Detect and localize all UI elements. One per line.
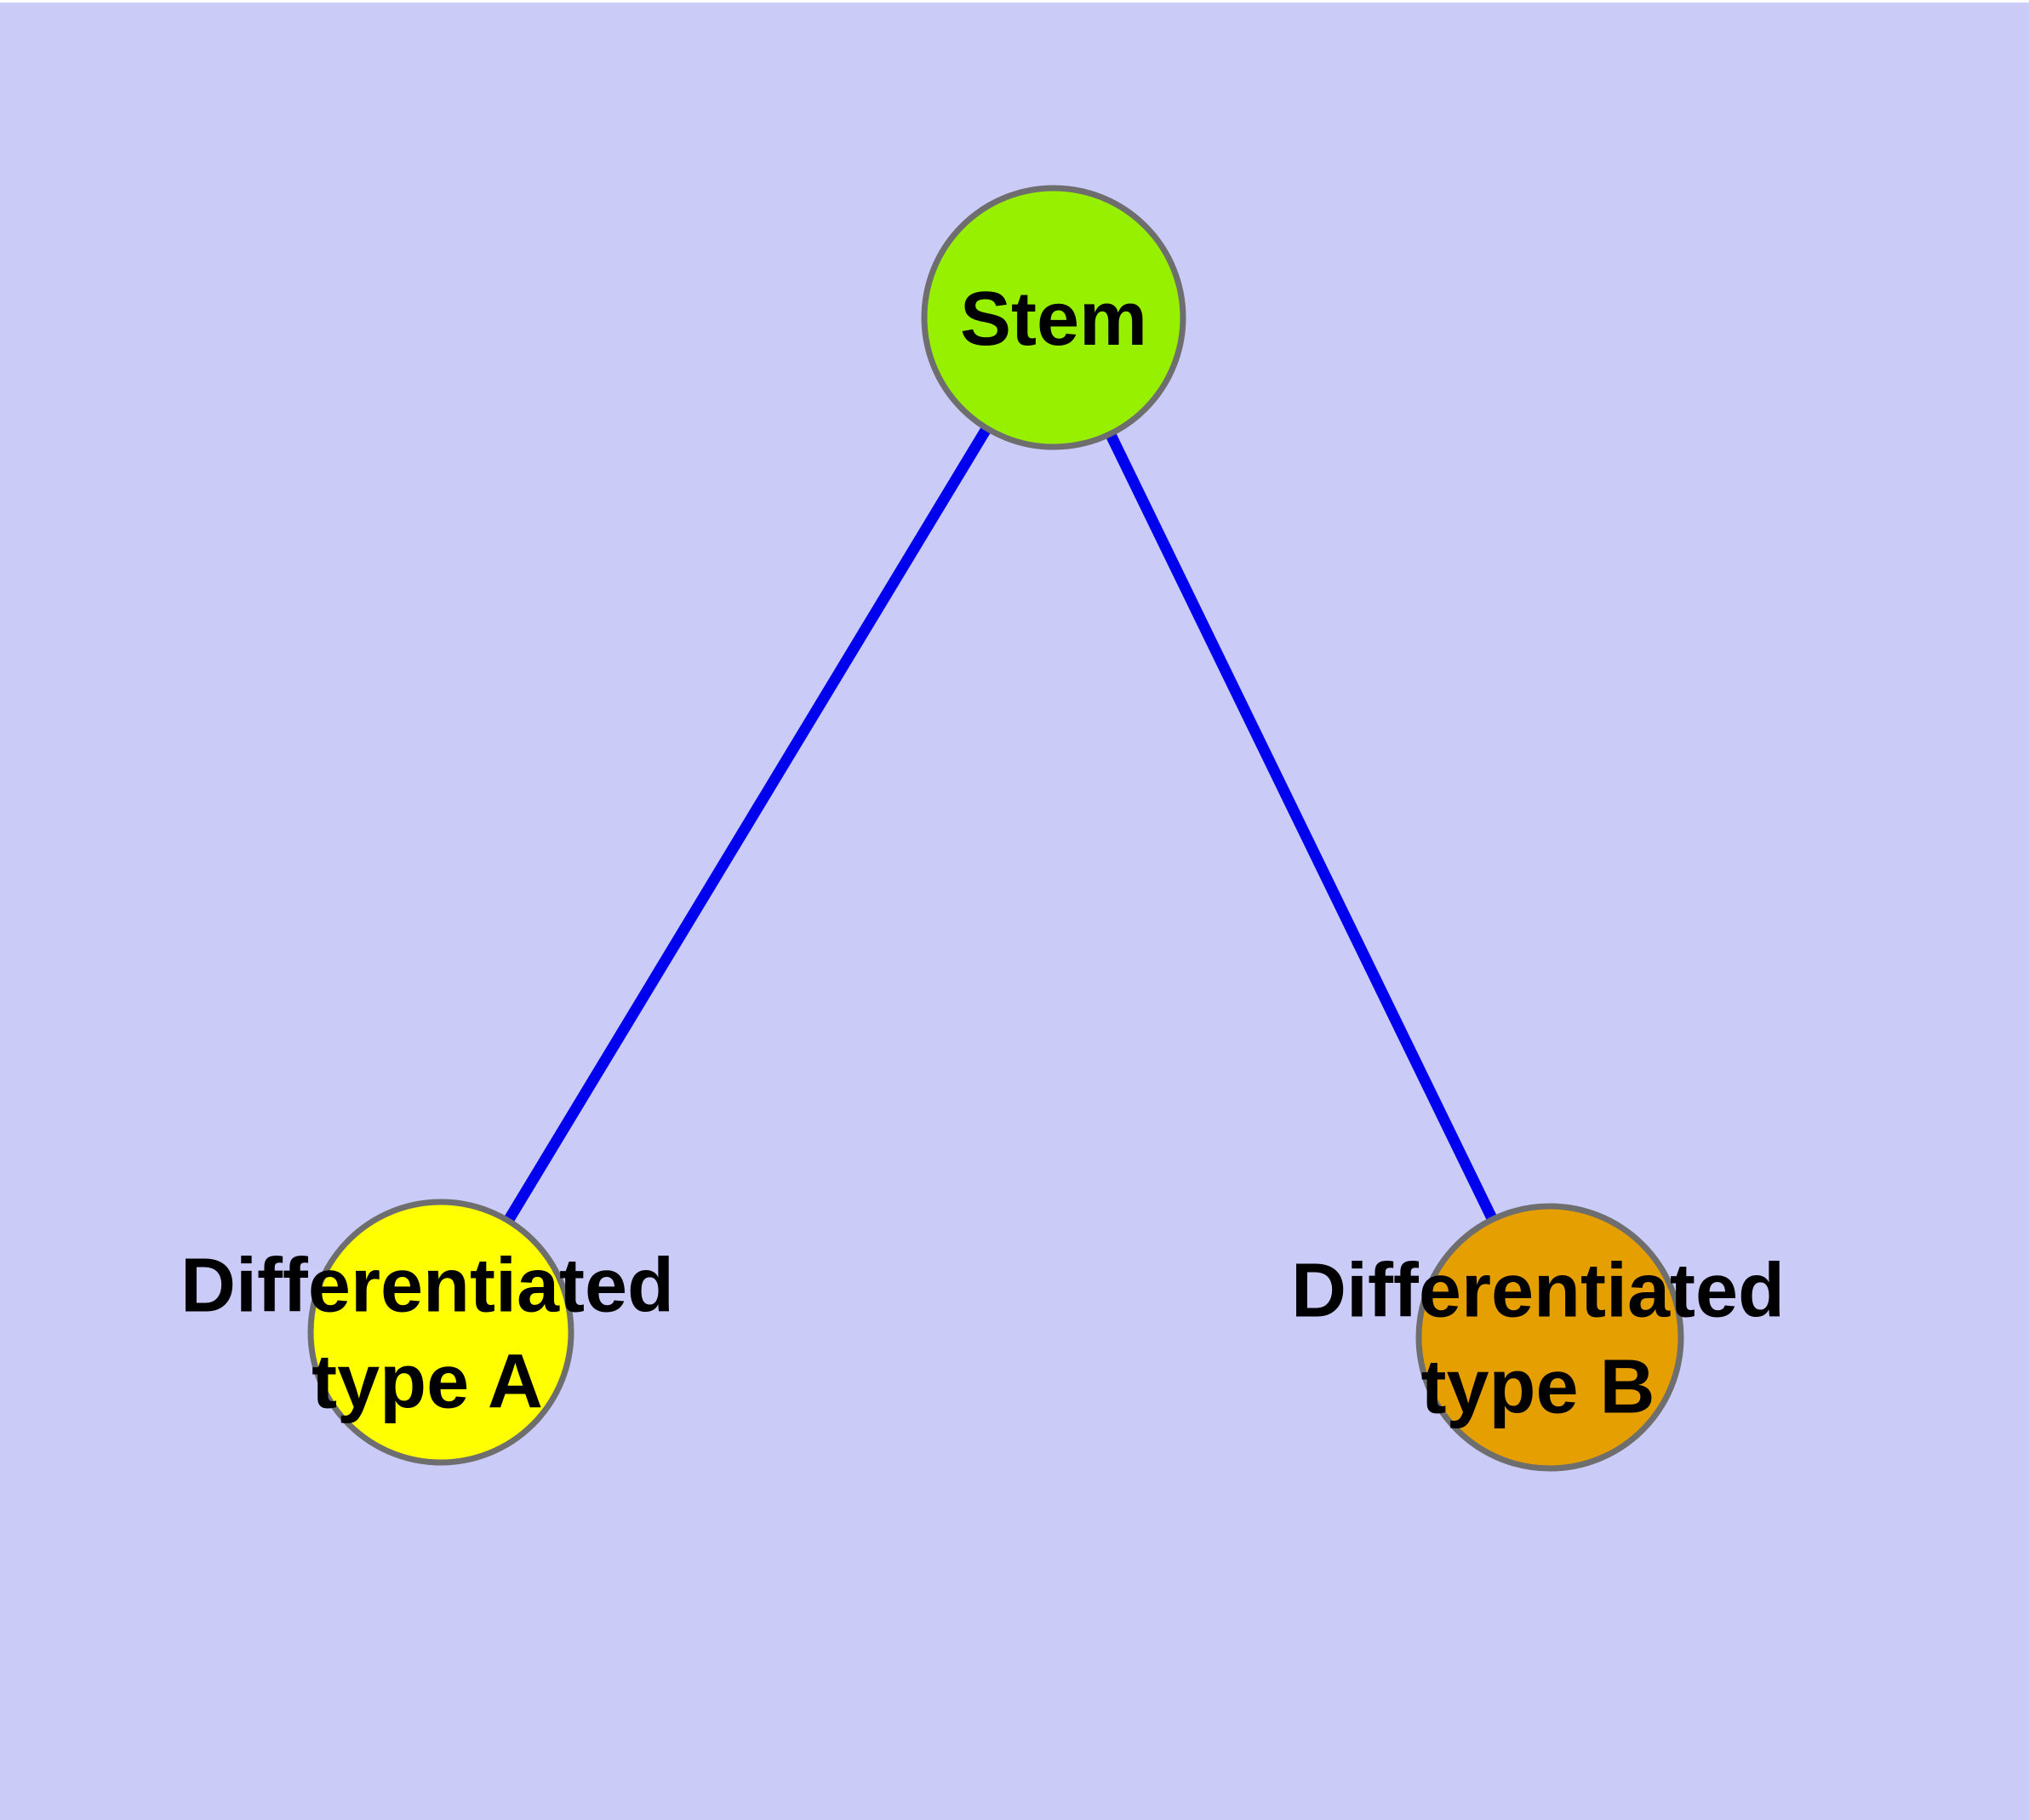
edges-layer: [436, 314, 1555, 1340]
node-label-stem: Stem: [960, 277, 1147, 362]
node-differentiated-type-b: [1415, 1203, 1684, 1472]
node-differentiated-type-a: [307, 1199, 574, 1466]
edge-stem-to-differentiated-type-a: [436, 314, 1059, 1336]
edge-stem-to-differentiated-type-b: [1049, 315, 1555, 1340]
node-stem: [921, 185, 1186, 450]
nodes-layer: [307, 185, 1684, 1472]
